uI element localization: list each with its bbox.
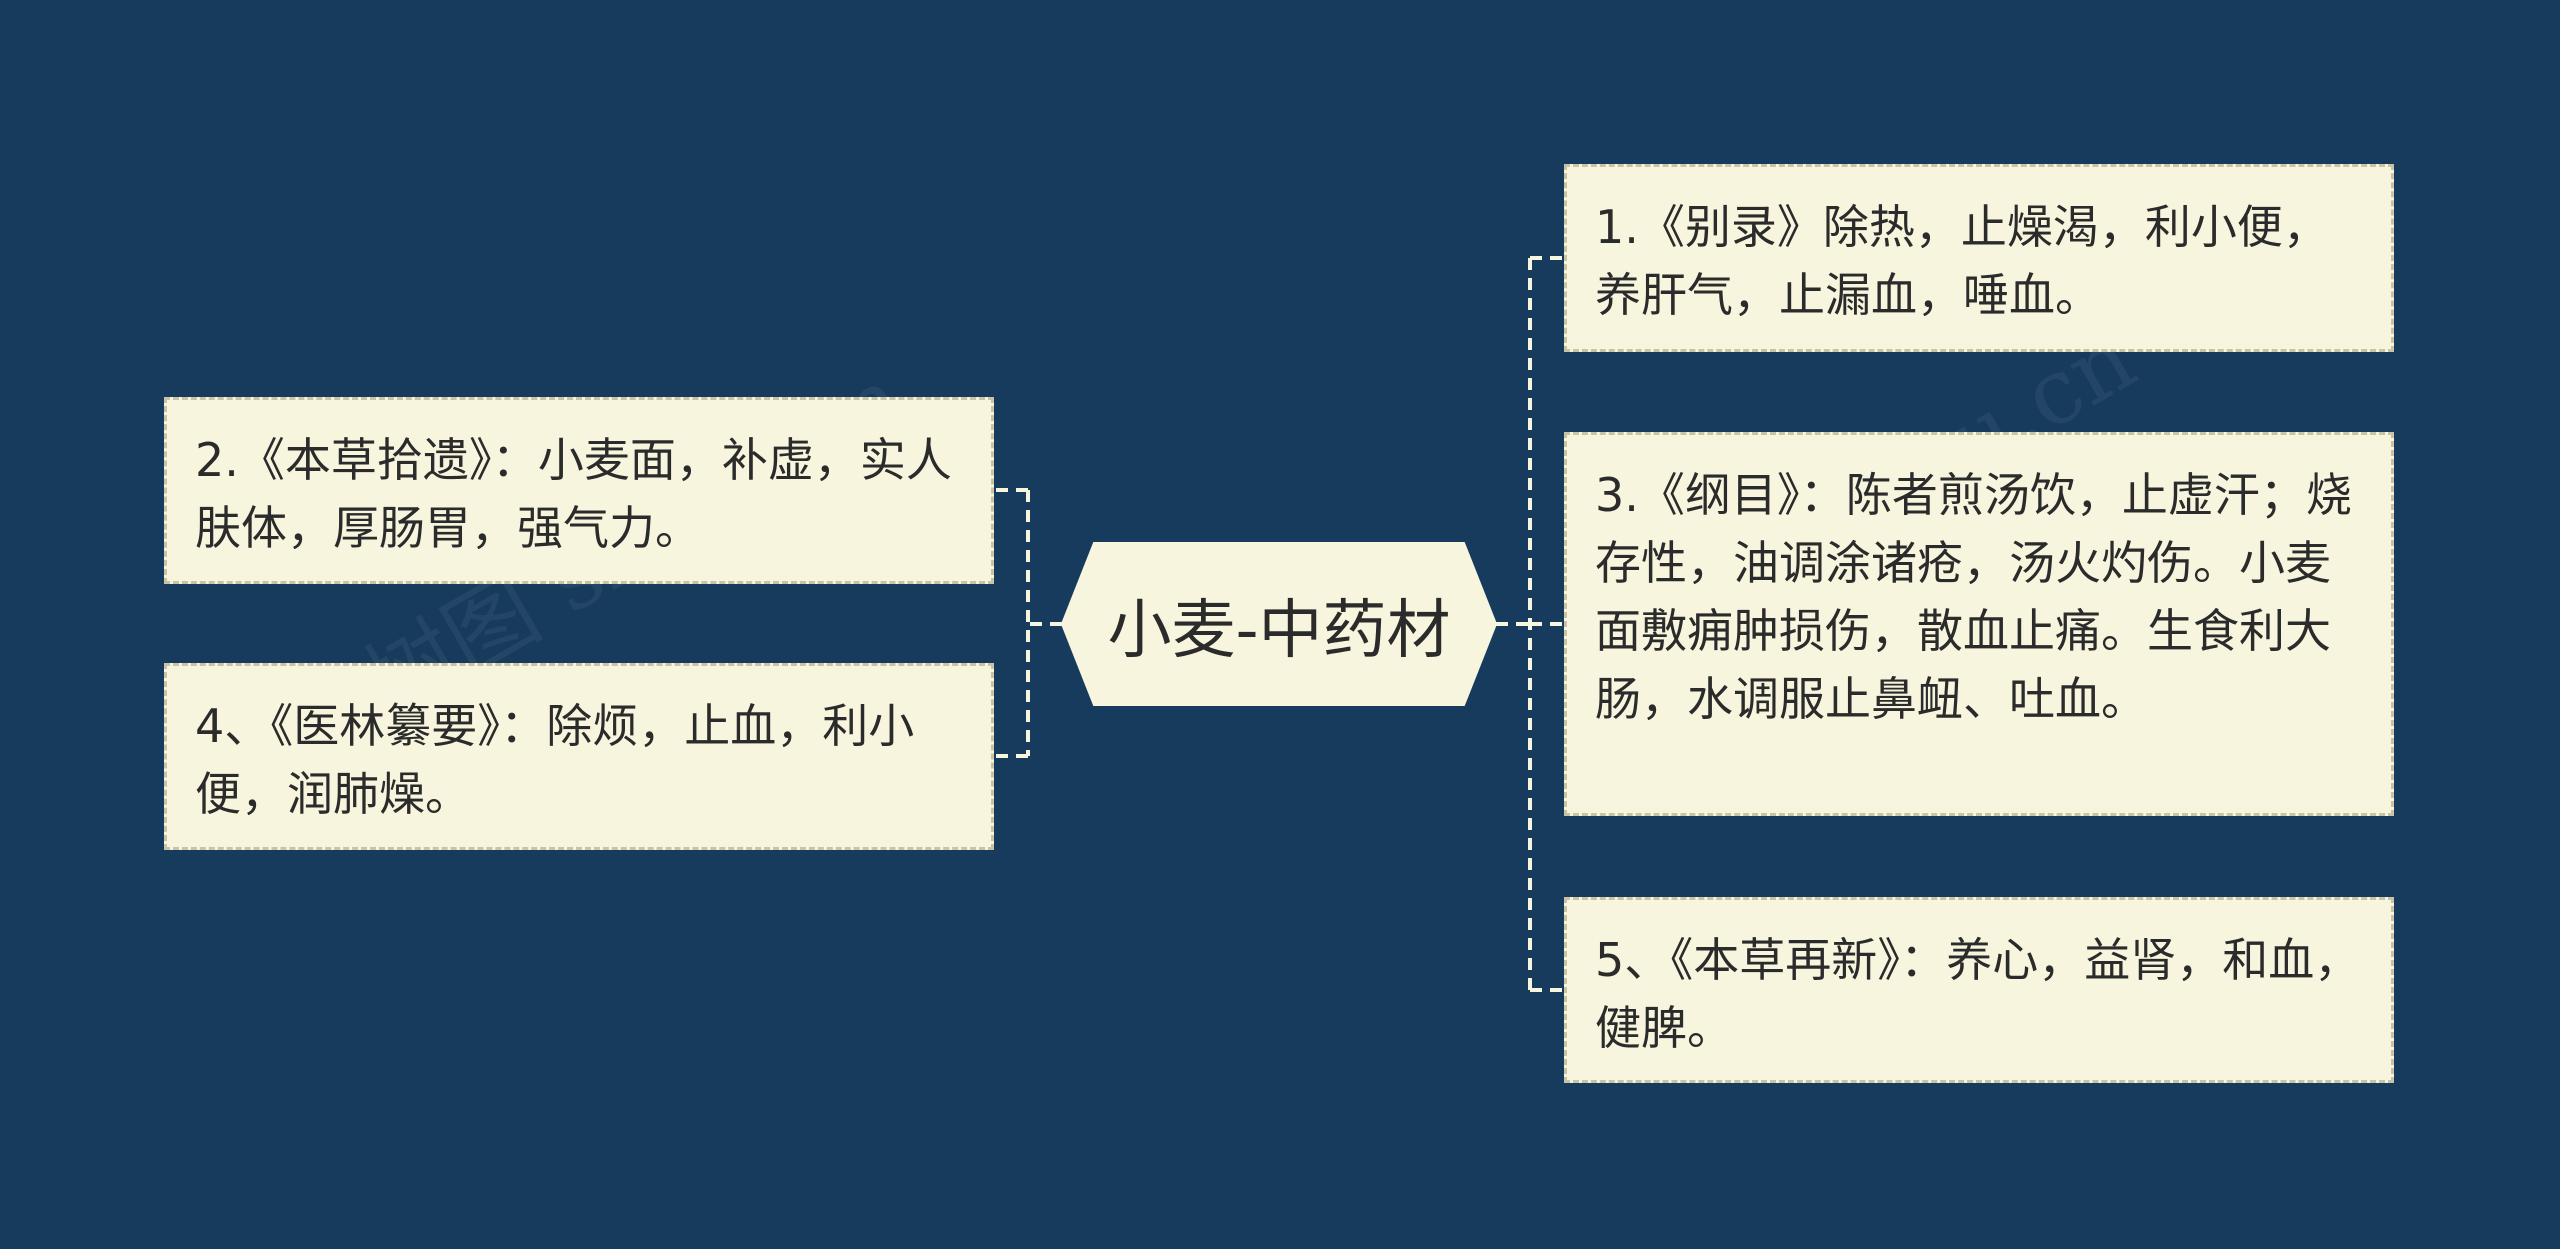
right-connectors — [1496, 256, 1564, 992]
center-node-shape[interactable] — [1060, 542, 1498, 706]
left-connectors — [994, 488, 1062, 758]
branch-node-gangmu[interactable]: 3.《纲目》：陈者煎汤饮，止虚汗；烧存性，油调涂诸疮，汤火灼伤。小麦面敷痈肿损伤… — [1564, 432, 2394, 816]
branch-node-bielu[interactable]: 1.《别录》除热，止燥渴，利小便，养肝气，止漏血，唾血。 — [1564, 164, 2394, 352]
branch-node-bencao-shiyi[interactable]: 2.《本草拾遗》：小麦面，补虚，实人肤体，厚肠胃，强气力。 — [164, 397, 994, 584]
branch-node-yilin-zuanyao[interactable]: 4、《医林纂要》：除烦，止血，利小便，润肺燥。 — [164, 663, 994, 850]
branch-node-bencao-zaixin[interactable]: 5、《本草再新》：养心，益肾，和血，健脾。 — [1564, 897, 2394, 1083]
